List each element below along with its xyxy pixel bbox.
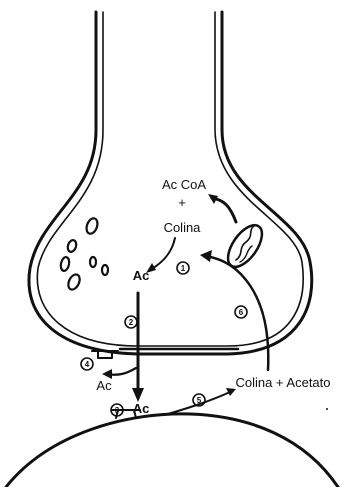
- postsynaptic-membrane: [6, 414, 338, 487]
- step-marker-4: 4: [81, 358, 93, 370]
- vesicle: [102, 265, 108, 275]
- vesicle: [85, 217, 100, 235]
- arrow-head: [200, 250, 212, 262]
- label-plus: +: [178, 195, 186, 210]
- label-ac-reuptake: Ac: [96, 378, 112, 393]
- step-marker-5: 5: [193, 394, 205, 406]
- step-marker-6: 6: [235, 306, 247, 318]
- svg-text:3: 3: [115, 406, 120, 415]
- svg-text:6: 6: [239, 308, 244, 317]
- label-ac-coa: Ac CoA: [162, 177, 206, 192]
- step-marker-2: 2: [125, 316, 137, 328]
- arrow-step-1: [150, 238, 175, 270]
- arrow-mito-to-accoa: [212, 198, 236, 222]
- label-colina: Colina: [164, 220, 202, 235]
- arrow-head: [132, 388, 144, 402]
- vesicle: [66, 239, 77, 253]
- synaptic-vesicles: [60, 217, 108, 292]
- vesicle: [66, 273, 82, 292]
- vesicle: [60, 256, 71, 271]
- arrow-head: [208, 194, 218, 204]
- svg-text:2: 2: [129, 318, 134, 327]
- step-marker-1: 1: [177, 262, 189, 274]
- label-colina-acetato: Colina + Acetato: [235, 375, 330, 390]
- svg-text:1: 1: [181, 264, 186, 273]
- speck: [326, 408, 328, 410]
- svg-text:4: 4: [85, 360, 90, 369]
- vesicle: [90, 257, 96, 267]
- label-ac-cleft: Ac: [133, 401, 150, 416]
- label-ac-presynaptic: Ac: [133, 268, 150, 283]
- svg-text:5: 5: [197, 396, 202, 405]
